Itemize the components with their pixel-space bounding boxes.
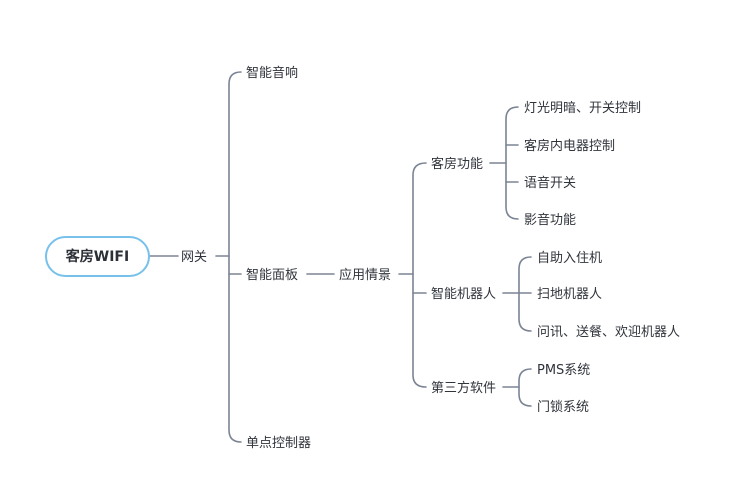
leaf-robot-1[interactable]: 自助入住机 [537,251,602,266]
node-single-point-controller[interactable]: 单点控制器 [246,436,311,451]
root-node-box [45,236,150,277]
leaf-robot-3[interactable]: 问讯、送餐、欢迎机器人 [537,324,680,340]
leaf-third-party-1[interactable]: PMS系统 [537,363,590,378]
node-smart-speaker[interactable]: 智能音响 [246,65,298,81]
leaf-room-function-3[interactable]: 语音开关 [524,175,576,191]
connector-robots-children [518,256,532,332]
node-smart-robots[interactable]: 智能机器人 [431,287,496,302]
connector-gateway-children [228,71,242,443]
connector-room-children [505,106,519,220]
connector-scene-children [412,162,427,388]
leaf-third-party-2[interactable]: 门锁系统 [537,399,589,415]
root-node[interactable]: 客房WIFI [45,236,150,277]
connector-third-children [518,368,532,407]
leaf-room-function-4[interactable]: 影音功能 [524,212,576,228]
connector-lines [148,71,532,443]
leaf-robot-2[interactable]: 扫地机器人 [537,287,602,302]
node-room-functions[interactable]: 客房功能 [431,156,483,172]
node-third-party-software[interactable]: 第三方软件 [431,380,496,396]
leaf-room-function-2[interactable]: 客房内电器控制 [524,138,615,154]
node-application-scene[interactable]: 应用情景 [339,267,391,283]
leaf-room-function-1[interactable]: 灯光明暗、开关控制 [524,101,641,116]
node-gateway[interactable]: 网关 [181,250,207,265]
node-smart-panel[interactable]: 智能面板 [246,268,298,283]
root-node-label: 客房WIFI [65,248,129,265]
